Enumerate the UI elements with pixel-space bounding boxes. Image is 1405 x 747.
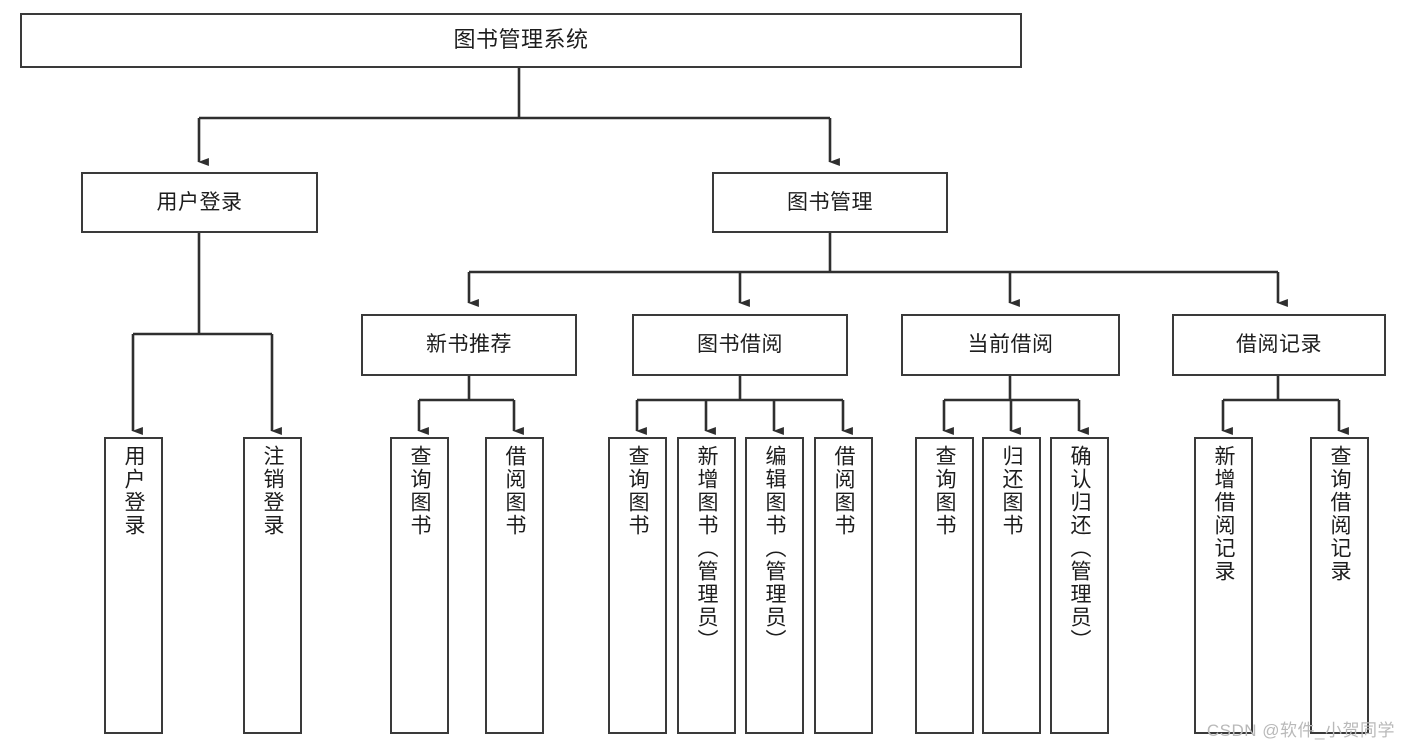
leaf-user-login-1-label: 用户登录 bbox=[122, 445, 145, 537]
leaf-new-book-rec-1-label: 查询图书 bbox=[408, 445, 431, 537]
leaf-book-borrow-3-label: 编辑图书（管理员） bbox=[763, 445, 786, 652]
leaf-book-borrow-2-label: 新增图书（管理员） bbox=[695, 445, 718, 652]
leaf-book-borrow-4-label: 借阅图书 bbox=[832, 445, 855, 537]
leaf-borrow-record-2-label: 查询借阅记录 bbox=[1328, 445, 1351, 583]
leaf-current-borrow-1-label: 查询图书 bbox=[933, 445, 956, 537]
leaf-book-borrow-1-label: 查询图书 bbox=[626, 445, 649, 537]
leaf-user-login-1[interactable]: 用户登录 bbox=[104, 437, 163, 734]
leaf-book-borrow-1[interactable]: 查询图书 bbox=[608, 437, 667, 734]
leaf-current-borrow-1[interactable]: 查询图书 bbox=[915, 437, 974, 734]
node-root-book-management-system[interactable]: 图书管理系统 bbox=[20, 13, 1022, 68]
node-borrowing-record[interactable]: 借阅记录 bbox=[1172, 314, 1386, 376]
leaf-user-login-2-label: 注销登录 bbox=[261, 445, 284, 537]
leaf-borrow-record-1-label: 新增借阅记录 bbox=[1212, 445, 1235, 583]
leaf-current-borrow-3-label: 确认归还（管理员） bbox=[1068, 445, 1091, 652]
node-book-management-label: 图书管理 bbox=[787, 190, 873, 214]
watermark-text: CSDN @软件_小贺同学 bbox=[1206, 721, 1395, 740]
leaf-new-book-rec-2-label: 借阅图书 bbox=[503, 445, 526, 537]
leaf-current-borrow-2-label: 归还图书 bbox=[1000, 445, 1023, 537]
leaf-current-borrow-2[interactable]: 归还图书 bbox=[982, 437, 1041, 734]
leaf-borrow-record-2[interactable]: 查询借阅记录 bbox=[1310, 437, 1369, 734]
leaf-book-borrow-2[interactable]: 新增图书（管理员） bbox=[677, 437, 736, 734]
node-current-borrowing[interactable]: 当前借阅 bbox=[901, 314, 1120, 376]
leaf-current-borrow-3[interactable]: 确认归还（管理员） bbox=[1050, 437, 1109, 734]
leaf-new-book-rec-1[interactable]: 查询图书 bbox=[390, 437, 449, 734]
node-user-login[interactable]: 用户登录 bbox=[81, 172, 318, 233]
node-user-login-label: 用户登录 bbox=[156, 190, 243, 214]
node-borrowing-record-label: 借阅记录 bbox=[1236, 333, 1322, 357]
leaf-borrow-record-1[interactable]: 新增借阅记录 bbox=[1194, 437, 1253, 734]
node-root-label: 图书管理系统 bbox=[453, 27, 589, 53]
leaf-user-login-2[interactable]: 注销登录 bbox=[243, 437, 302, 734]
leaf-new-book-rec-2[interactable]: 借阅图书 bbox=[485, 437, 544, 734]
leaf-book-borrow-4[interactable]: 借阅图书 bbox=[814, 437, 873, 734]
node-book-management[interactable]: 图书管理 bbox=[712, 172, 948, 233]
leaf-book-borrow-3[interactable]: 编辑图书（管理员） bbox=[745, 437, 804, 734]
node-book-borrowing-label: 图书借阅 bbox=[697, 333, 783, 357]
node-book-borrowing[interactable]: 图书借阅 bbox=[632, 314, 848, 376]
node-new-book-recommendation-label: 新书推荐 bbox=[426, 333, 512, 357]
node-new-book-recommendation[interactable]: 新书推荐 bbox=[361, 314, 577, 376]
node-current-borrowing-label: 当前借阅 bbox=[967, 333, 1054, 357]
